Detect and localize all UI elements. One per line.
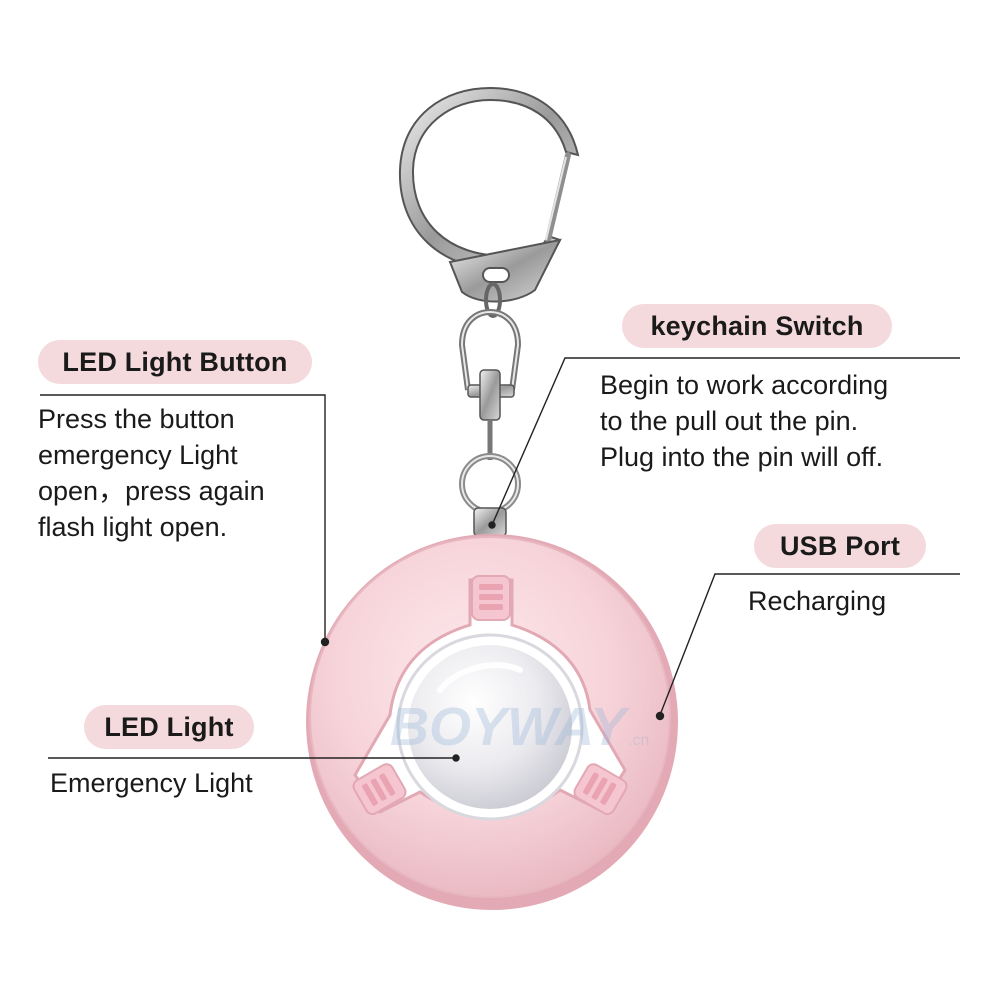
usb-port-description: Recharging xyxy=(748,583,886,619)
led-light-button-label: LED Light Button xyxy=(38,340,312,384)
watermark-text: BOYWAY xyxy=(390,697,631,757)
swivel-link xyxy=(458,282,522,537)
keychain-switch-line-3: Plug into the pin will off. xyxy=(600,442,884,472)
leader-led-light-button xyxy=(40,394,326,640)
leader-usb-port xyxy=(659,573,960,716)
led-light-button-line-2: emergency Light xyxy=(38,440,238,470)
led-light-button-line-4: flash light open. xyxy=(38,512,228,542)
watermark-suffix: .cn xyxy=(628,732,649,749)
watermark: BOYWAY .cn xyxy=(390,697,649,757)
carabiner-clip xyxy=(398,86,580,303)
keychain-switch-line-2: to the pull out the pin. xyxy=(600,406,859,436)
led-light-button-line-3: open，press again xyxy=(38,476,265,506)
led-light-description: Emergency Light xyxy=(50,765,253,801)
keychain-switch-description: Begin to work according to the pull out … xyxy=(600,367,888,475)
leader-keychain-switch xyxy=(491,357,960,526)
led-lens xyxy=(396,633,584,821)
led-light-button-description: Press the button emergency Light open，pr… xyxy=(38,401,265,545)
keychain-switch-label: keychain Switch xyxy=(622,304,892,348)
led-light-button-line-1: Press the button xyxy=(38,404,235,434)
leader-lines xyxy=(40,357,960,762)
usb-port-label: USB Port xyxy=(754,524,926,568)
led-light-label: LED Light xyxy=(84,705,254,749)
keychain-switch-line-1: Begin to work according xyxy=(600,370,889,400)
usb-port-line-1: Recharging xyxy=(748,586,887,616)
led-light-line-1: Emergency Light xyxy=(50,768,253,798)
